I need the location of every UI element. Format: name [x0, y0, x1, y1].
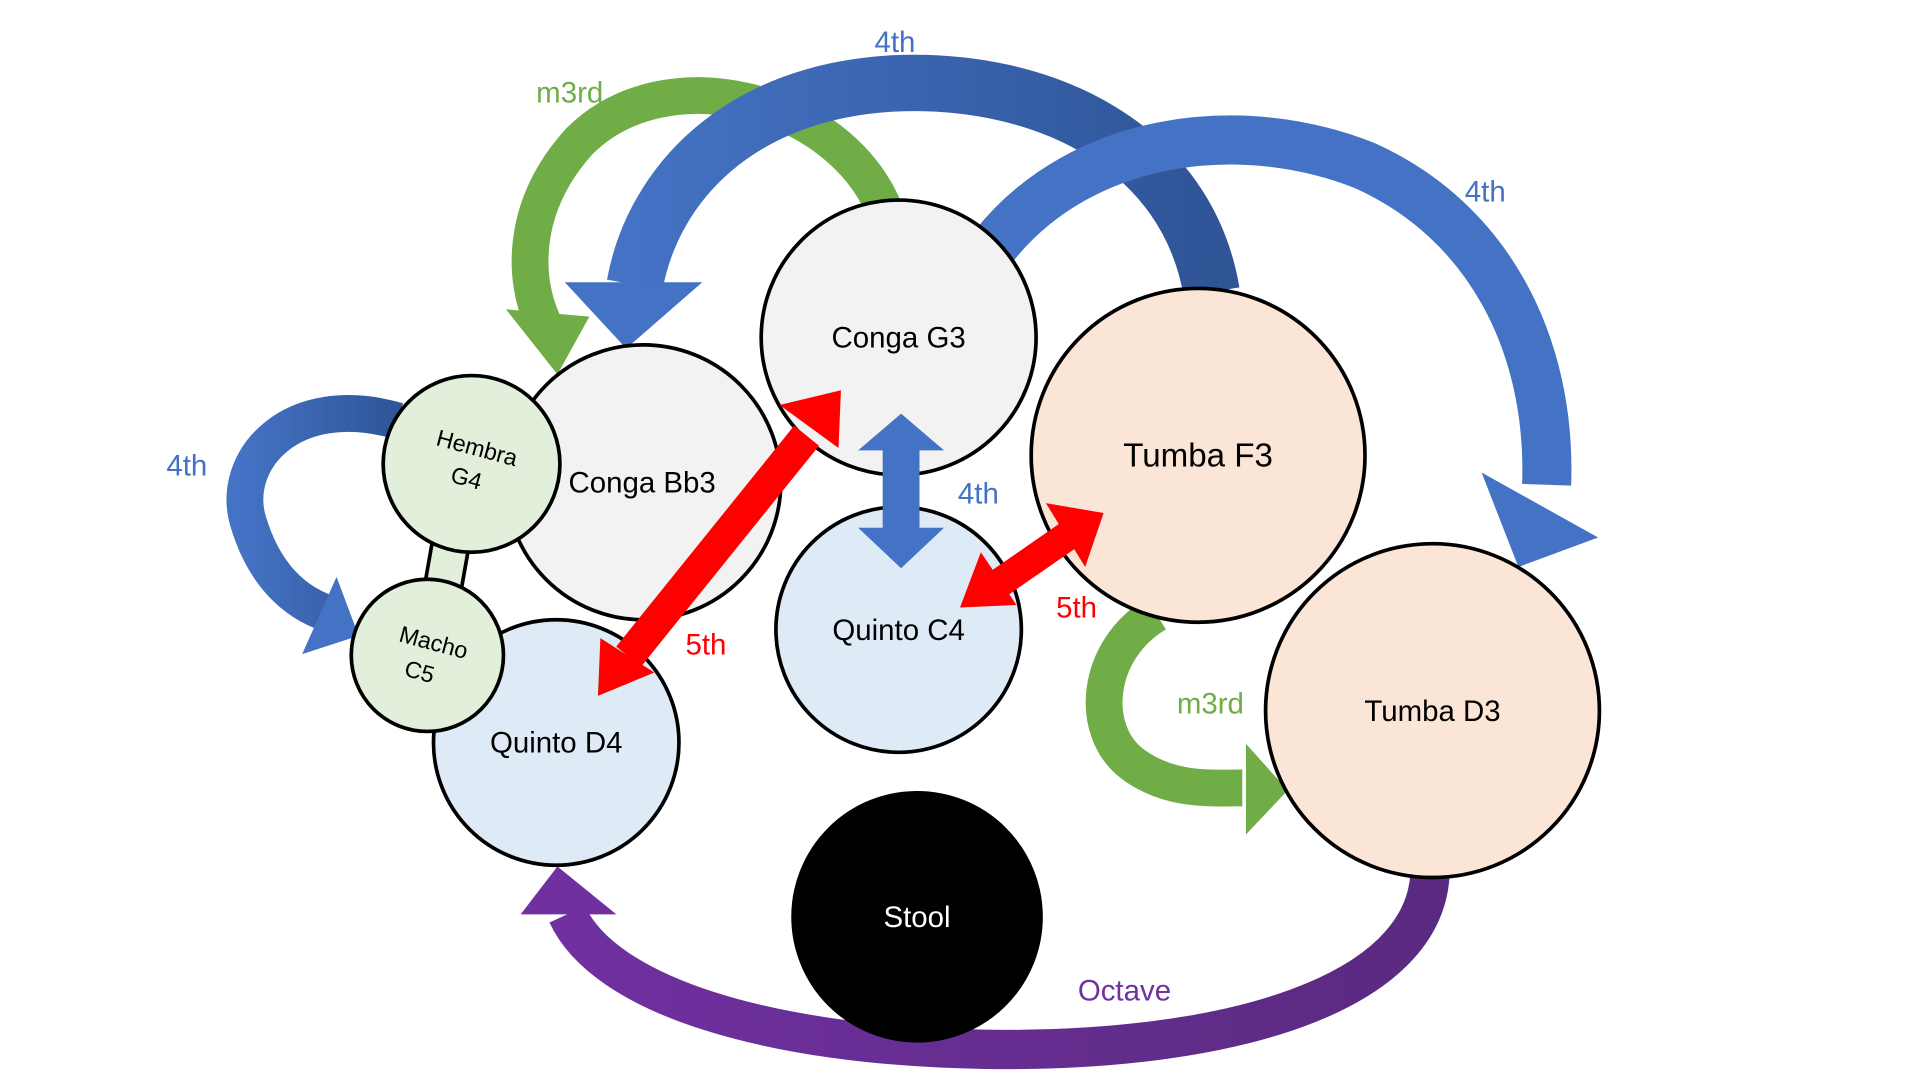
drum-macho-c5: [349, 577, 506, 734]
interval-top-4th: 4th: [874, 26, 915, 59]
drum-tumba-f3: [1029, 286, 1367, 625]
label-quinto-c4: Quinto C4: [832, 614, 965, 647]
interval-right-4th: 4th: [1465, 176, 1506, 209]
label-quinto-d4: Quinto D4: [490, 727, 623, 760]
arrow-4th-hembra-to-macho: [226, 395, 403, 655]
arrow-4th-tumba-f3-to-conga-bb3: [564, 54, 1240, 349]
arrow-5th-tumba-f3-quinto-c4: [960, 503, 1104, 608]
label-conga-g3: Conga G3: [832, 322, 966, 355]
label-stool: Stool: [883, 901, 950, 934]
interval-right-m3rd: m3rd: [1177, 687, 1244, 720]
drum-hembra-g4: [381, 373, 562, 555]
stool: [791, 790, 1043, 1043]
interval-left-5th: 5th: [685, 629, 726, 662]
drum-tumba-d3: [1263, 541, 1602, 880]
label-conga-bb3: Conga Bb3: [568, 467, 715, 500]
arrow-octave-tumba-d3-to-quinto-d4: [520, 866, 1450, 1070]
arrow-4th-conga-g3-quinto-c4: [858, 413, 945, 569]
interval-right-5th: 5th: [1056, 592, 1097, 625]
arrow-5th-conga-g3-quinto-d4: [597, 390, 841, 696]
arrow-4th-conga-g3-to-tumba-d3: [975, 115, 1599, 567]
interval-left-4th: 4th: [166, 449, 207, 482]
arrow-m3rd-tumba-f3-to-tumba-d3: [1085, 597, 1288, 835]
label-tumba-d3: Tumba D3: [1364, 695, 1500, 728]
interval-center-4th: 4th: [958, 478, 999, 511]
label-tumba-f3: Tumba F3: [1123, 438, 1273, 475]
arrow-m3rd-conga-g3-to-hembra: [505, 77, 901, 375]
interval-octave: Octave: [1078, 975, 1171, 1008]
interval-top-m3rd: m3rd: [536, 76, 603, 109]
